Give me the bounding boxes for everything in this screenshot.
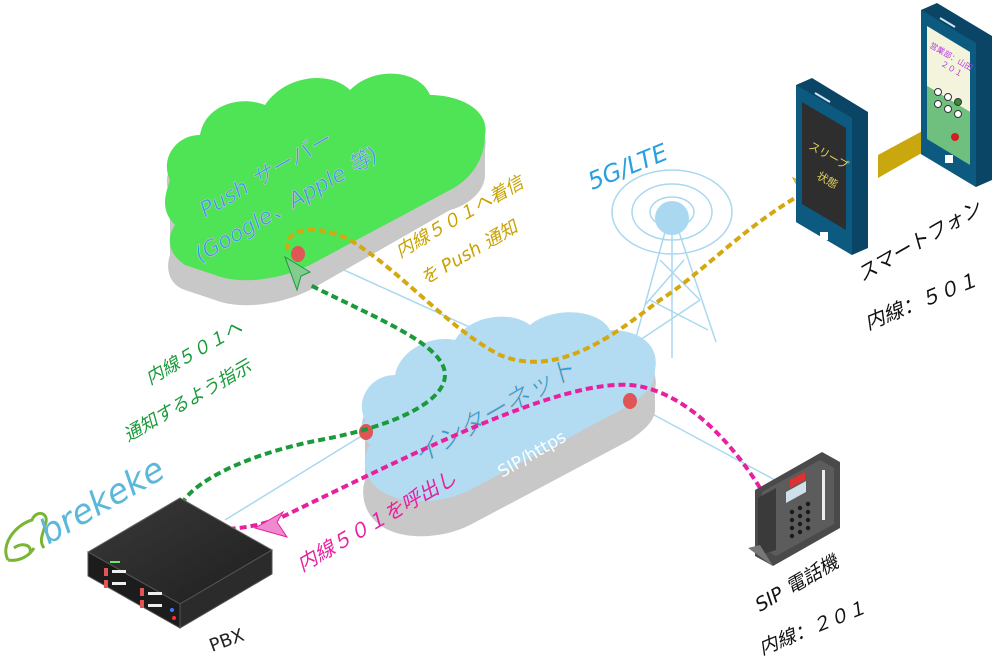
link-pbx-to-internet <box>224 431 369 521</box>
internet-port-right <box>623 393 637 409</box>
push-cloud-top <box>165 73 486 281</box>
sleeping-smartphone-icon: スリープ 状態 <box>796 78 868 255</box>
internet-cloud: インターネット SIP/https <box>359 312 656 537</box>
frog-icon <box>4 512 48 562</box>
instruct-flow-label-line2: 通知するよう指示 <box>120 355 257 446</box>
call-arrowhead <box>253 510 289 538</box>
pbx-label: PBX <box>207 625 248 657</box>
internet-cloud-top <box>361 312 656 502</box>
sip-desk-phone-icon <box>748 452 840 566</box>
push-port-dot <box>291 246 305 262</box>
network-label: 5G/LTE <box>584 138 673 196</box>
instruct-arrowhead <box>284 255 312 292</box>
push-notification-flow <box>284 193 802 364</box>
pbx-server-icon <box>86 497 274 629</box>
incoming-call-smartphone-icon: 営業部：山田 ２０１ <box>921 3 992 187</box>
decline-call-icon <box>951 133 959 141</box>
instruct-flow <box>177 283 448 516</box>
cell-tower-icon <box>611 169 733 358</box>
internet-port-left <box>359 424 373 440</box>
